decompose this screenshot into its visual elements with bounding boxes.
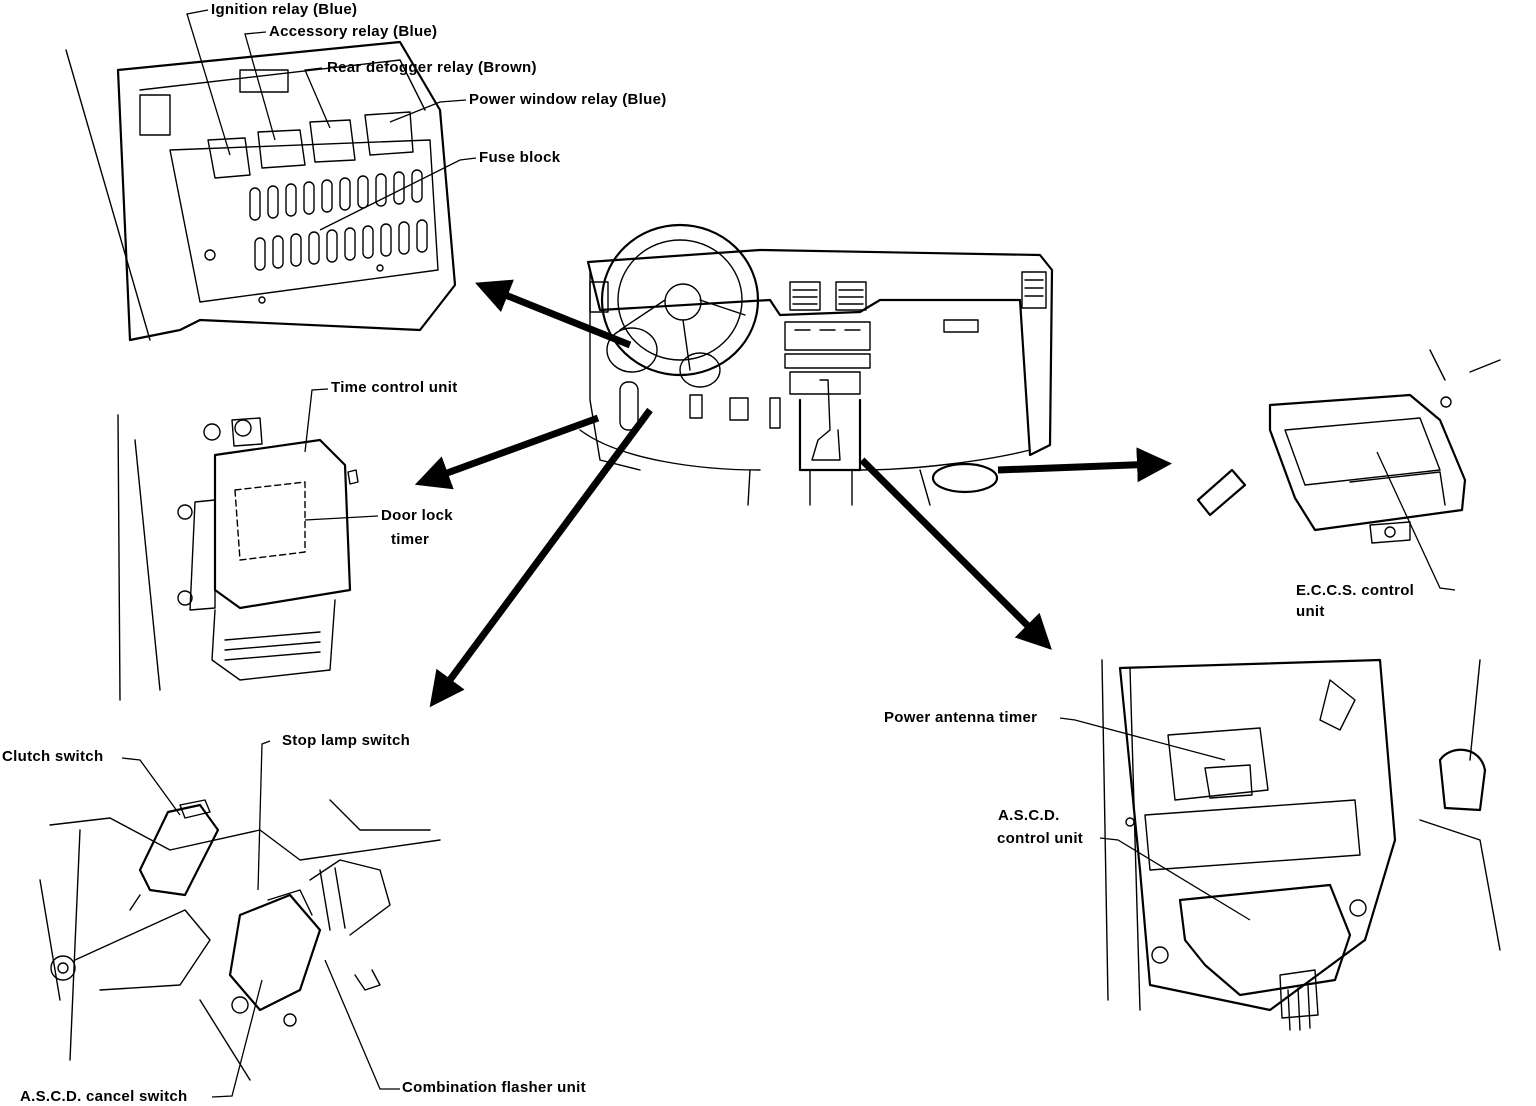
arrow-to-pedal-area — [429, 407, 653, 708]
label-rear-defogger-relay: Rear defogger relay (Brown) — [327, 59, 537, 76]
pointer-arrows — [414, 279, 1172, 708]
fuse-block-illustration — [65, 40, 457, 342]
label-power-window-relay: Power window relay (Blue) — [469, 91, 667, 108]
label-stop-lamp-switch: Stop lamp switch — [282, 732, 411, 749]
eccs-unit-illustration — [1196, 349, 1501, 544]
time-control-unit-illustration — [117, 414, 359, 701]
label-ascd-control-2: control unit — [997, 830, 1084, 847]
label-ascd-cancel-switch: A.S.C.D. cancel switch — [20, 1088, 188, 1105]
label-door-lock-timer-1: Door lock — [381, 507, 453, 524]
console-illustration — [1101, 658, 1501, 1031]
time-control-leaders — [304, 388, 379, 521]
label-ignition-relay: Ignition relay (Blue) — [211, 1, 358, 18]
label-door-lock-timer-2: timer — [391, 531, 430, 548]
arrow-to-time-control — [414, 414, 600, 490]
pedal-area-illustration — [39, 799, 441, 1081]
label-power-antenna-timer: Power antenna timer — [884, 709, 1038, 726]
label-eccs-1: E.C.C.S. control — [1296, 582, 1415, 599]
fuse-block-leaders — [186, 9, 477, 231]
eccs-leader — [1376, 451, 1456, 591]
label-fuse-block: Fuse block — [479, 149, 561, 166]
arrow-to-eccs — [997, 447, 1172, 483]
label-ascd-control-1: A.S.C.D. — [998, 807, 1060, 824]
label-clutch-switch: Clutch switch — [2, 748, 104, 765]
pedal-area-leaders — [121, 740, 400, 1098]
label-time-control-unit: Time control unit — [331, 379, 458, 396]
label-accessory-relay: Accessory relay (Blue) — [269, 23, 438, 40]
arrow-to-fuse-block — [475, 279, 632, 349]
label-combination-flasher-unit: Combination flasher unit — [402, 1079, 586, 1096]
label-eccs-2: unit — [1296, 603, 1325, 620]
dashboard-illustration — [579, 223, 1054, 506]
arrow-to-console — [859, 457, 1052, 650]
console-leaders — [1059, 717, 1251, 921]
